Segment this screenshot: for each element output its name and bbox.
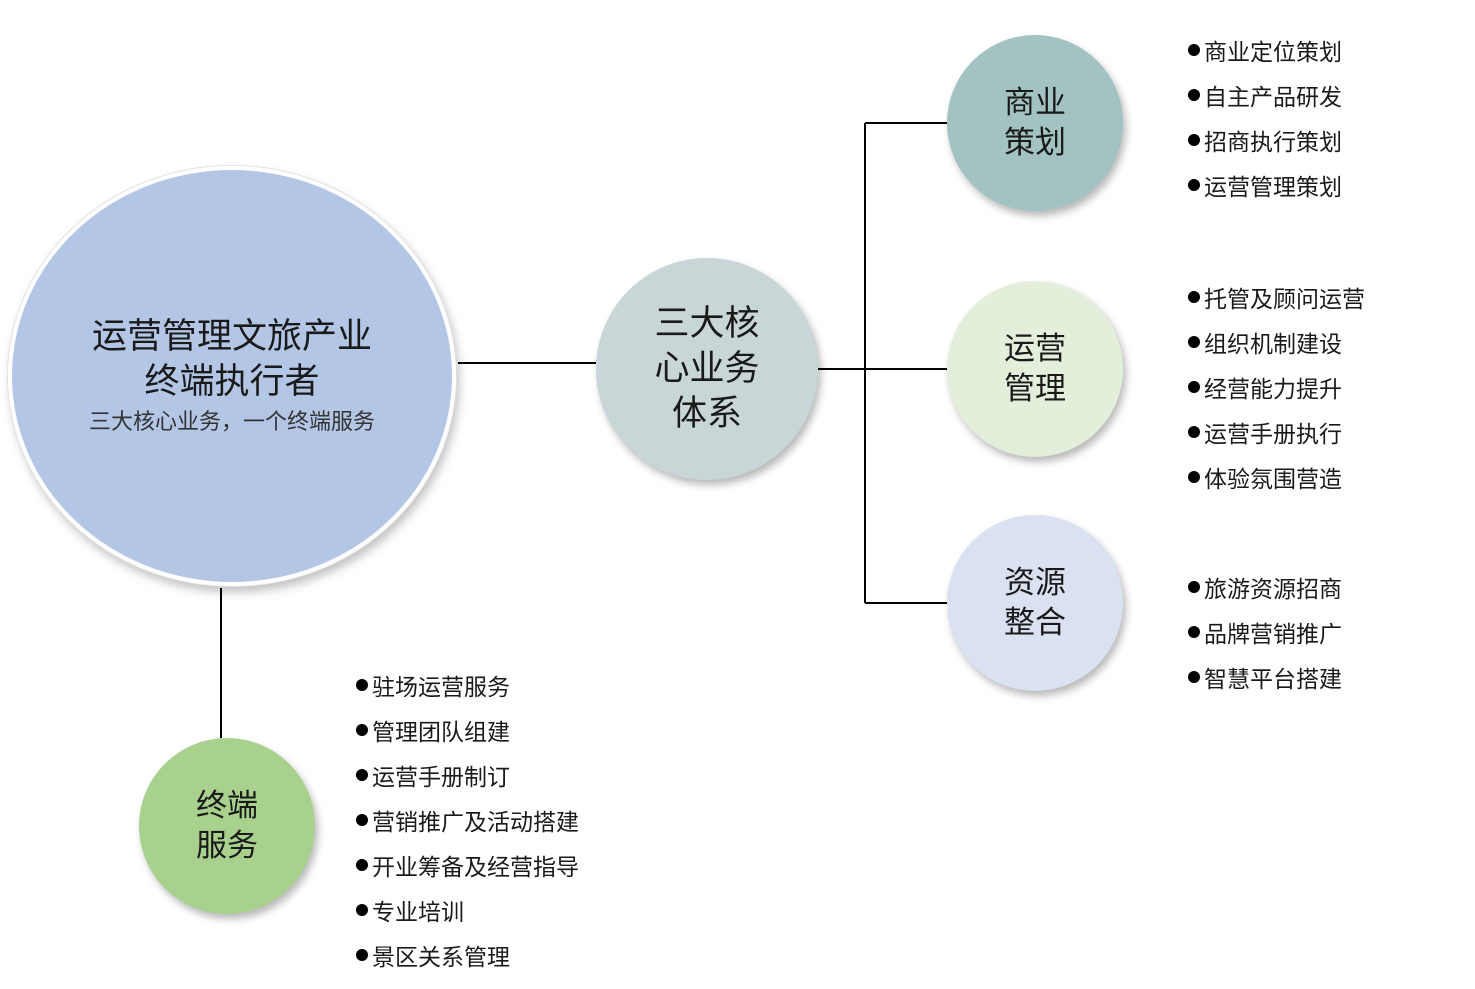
resource-integration-circle: 资源整合 [947, 515, 1123, 691]
bullet-icon [1188, 625, 1200, 638]
list-item: 经营能力提升 [1188, 368, 1365, 413]
bullet-icon [1188, 178, 1200, 191]
list-item: 体验氛围营造 [1188, 458, 1365, 503]
list-item: 管理团队组建 [356, 711, 579, 756]
bullet-icon [356, 768, 368, 781]
terminal-service-circle: 终端服务 [139, 738, 315, 914]
list-item: 开业筹备及经营指导 [356, 846, 579, 891]
bullet-icon [1188, 335, 1200, 348]
resource-integration-list: 旅游资源招商 品牌营销推广 智慧平台搭建 [1188, 568, 1342, 703]
bullet-icon [356, 813, 368, 826]
list-item: 运营手册制订 [356, 756, 579, 801]
bullet-icon [1188, 425, 1200, 438]
list-item: 自主产品研发 [1188, 76, 1342, 121]
terminal-service-label: 终端服务 [196, 788, 258, 864]
list-item: 组织机制建设 [1188, 323, 1365, 368]
bullet-icon [356, 858, 368, 871]
bullet-icon [356, 903, 368, 916]
list-item: 运营管理策划 [1188, 166, 1342, 211]
list-item: 品牌营销推广 [1188, 613, 1342, 658]
terminal-service-list: 驻场运营服务 管理团队组建 运营手册制订 营销推广及活动搭建 开业筹备及经营指导… [356, 666, 579, 981]
resource-integration-label: 资源整合 [1004, 565, 1066, 641]
bullet-icon [356, 678, 368, 691]
list-item: 商业定位策划 [1188, 31, 1342, 76]
operation-management-list: 托管及顾问运营 组织机制建设 经营能力提升 运营手册执行 体验氛围营造 [1188, 278, 1365, 503]
list-item: 招商执行策划 [1188, 121, 1342, 166]
list-item: 托管及顾问运营 [1188, 278, 1365, 323]
list-item: 景区关系管理 [356, 936, 579, 981]
bullet-icon [1188, 470, 1200, 483]
bullet-icon [1188, 43, 1200, 56]
main-circle: 运营管理文旅产业终端执行者 三大核心业务，一个终端服务 [8, 166, 456, 586]
main-title: 运营管理文旅产业终端执行者 [91, 317, 372, 402]
list-item: 专业培训 [356, 891, 579, 936]
operation-management-label: 运营管理 [1004, 331, 1066, 407]
bullet-icon [356, 948, 368, 961]
list-item: 旅游资源招商 [1188, 568, 1342, 613]
list-item: 智慧平台搭建 [1188, 658, 1342, 703]
commercial-planning-list: 商业定位策划 自主产品研发 招商执行策划 运营管理策划 [1188, 31, 1342, 211]
list-item: 运营手册执行 [1188, 413, 1365, 458]
commercial-planning-circle: 商业策划 [947, 35, 1123, 211]
bullet-icon [1188, 290, 1200, 303]
bullet-icon [1188, 380, 1200, 393]
commercial-planning-label: 商业策划 [1004, 85, 1066, 161]
bullet-icon [1188, 580, 1200, 593]
operation-management-circle: 运营管理 [947, 281, 1123, 457]
bullet-icon [1188, 670, 1200, 683]
list-item: 营销推广及活动搭建 [356, 801, 579, 846]
bullet-icon [1188, 88, 1200, 101]
main-subtitle: 三大核心业务，一个终端服务 [88, 410, 375, 435]
core-business-label: 三大核心业务体系 [654, 303, 760, 434]
list-item: 驻场运营服务 [356, 666, 579, 711]
bullet-icon [1188, 133, 1200, 146]
core-business-circle: 三大核心业务体系 [596, 258, 818, 480]
bullet-icon [356, 723, 368, 736]
